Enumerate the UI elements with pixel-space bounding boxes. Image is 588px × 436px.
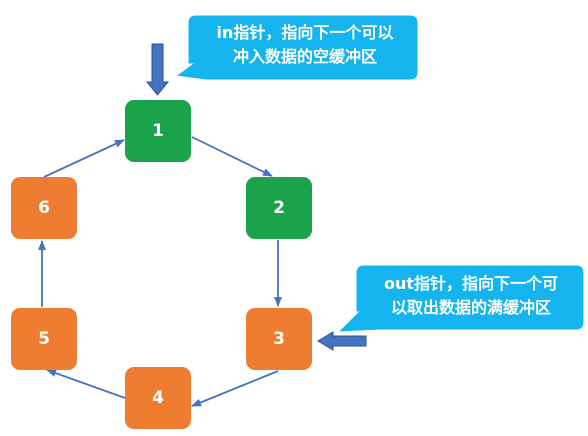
link-arrow-6-to-1 (43, 139, 125, 178)
buffer-node-5: 5 (11, 308, 77, 370)
buffer-node-label: 3 (273, 329, 285, 349)
out-pointer-callout-line-1: out指针，指向下一个可 (383, 274, 559, 293)
out-pointer-callout-line-2: 以取出数据的满缓冲区 (390, 298, 551, 317)
link-arrow-4-to-5 (46, 369, 126, 399)
buffer-node-label: 6 (38, 198, 50, 218)
buffer-node-1: 1 (125, 100, 191, 162)
out-pointer-arrow-icon (317, 331, 367, 351)
buffer-node-2: 2 (246, 177, 312, 239)
in-pointer-arrow-icon (145, 43, 170, 96)
buffer-node-label: 4 (152, 388, 164, 408)
link-arrow-1-to-2 (191, 136, 273, 177)
in-pointer-callout-bubble (174, 14, 419, 81)
in-pointer-callout-line-2: 冲入数据的空缓冲区 (232, 47, 377, 66)
link-arrow-3-to-4 (191, 370, 279, 407)
out-pointer-callout-text: out指针，指向下一个可 以取出数据的满缓冲区 (358, 272, 584, 320)
buffer-node-6: 6 (11, 177, 77, 239)
buffer-node-3: 3 (246, 308, 312, 370)
in-pointer-callout-text: in指针，指向下一个可以 冲入数据的空缓冲区 (190, 21, 420, 69)
buffer-node-label: 1 (152, 121, 164, 141)
buffer-node-4: 4 (125, 367, 191, 429)
buffer-node-label: 5 (38, 329, 50, 349)
in-pointer-callout-line-1: in指针，指向下一个可以 (216, 23, 394, 42)
out-pointer-callout-bubble (336, 264, 585, 333)
buffer-node-label: 2 (273, 198, 285, 218)
